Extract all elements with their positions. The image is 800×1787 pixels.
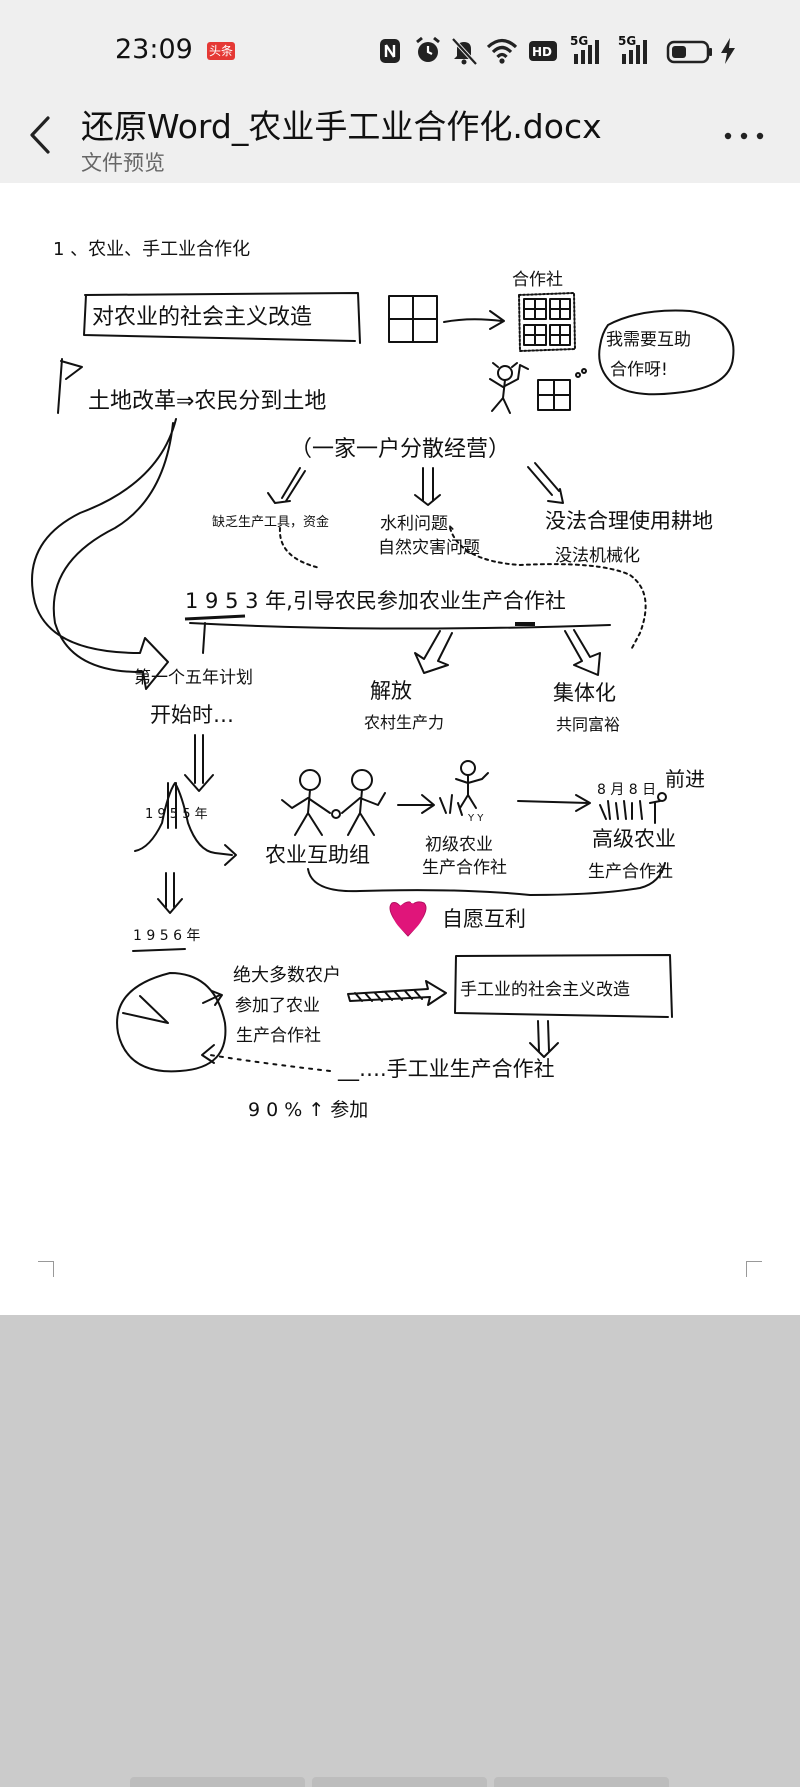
advanced-coop-1: 高级农业 (592, 827, 676, 851)
page-corner-right (746, 1261, 762, 1277)
page-corner-left (38, 1261, 54, 1277)
primary-coop-1: 初级农业 (425, 835, 493, 855)
doc-heading: 1 、农业、手工业合作化 (53, 239, 251, 260)
majority-line-2: 参加了农业 (235, 996, 320, 1016)
news-badge: 头条 (207, 42, 235, 60)
water-line-1: 水利问题、 (380, 514, 465, 534)
back-arrow-icon[interactable] (26, 114, 56, 156)
svg-text:HD: HD (532, 45, 552, 59)
bottom-tab-hints (130, 1777, 670, 1787)
document-subtitle: 文件预览 (81, 151, 165, 175)
handicraft-coop: __….手工业生产合作社 (338, 1057, 555, 1081)
advanced-coop-2: 生产合作社 (588, 862, 673, 882)
empty-preview-area (0, 1315, 800, 1787)
document-page[interactable]: 1 、农业、手工业合作化 对农业的社会主义改造 合作社 我需要互助 合作呀! 土… (0, 183, 800, 1315)
mind-map-drawing (31, 292, 735, 1073)
bubble-line-2: 合作呀! (610, 360, 668, 380)
bubble-line-1: 我需要互助 (606, 330, 691, 350)
tab-hint (494, 1777, 669, 1787)
majority-line-3: 生产合作社 (236, 1026, 321, 1046)
tab-hint (312, 1777, 487, 1787)
lack-tools: 缺乏生产工具，资金 (212, 515, 330, 530)
common-prosperity: 共同富裕 (556, 715, 621, 734)
yy-label: Y Y (468, 813, 484, 824)
tab-hint (130, 1777, 305, 1787)
signal-5g-icon (574, 40, 599, 64)
status-time: 23:09 (115, 34, 193, 65)
majority-line-1: 绝大多数农户 (233, 965, 341, 986)
year-1956: 1 9 5 6 年 (133, 928, 201, 944)
mute-icon (451, 37, 478, 66)
handicraft-box: 手工业的社会主义改造 (460, 980, 630, 1000)
primary-coop-2: 生产合作社 (422, 858, 507, 878)
year-1953: 1 9 5 3 年,引导农民参加农业生产合作社 (185, 589, 566, 613)
land-reform: 土地改革⇒农民分到土地 (88, 389, 327, 414)
box-title: 对农业的社会主义改造 (92, 305, 313, 330)
mutual-aid-group: 农业互助组 (265, 843, 370, 867)
battery-icon (666, 40, 712, 64)
voluntary-mutual-benefit: 自愿互利 (442, 907, 526, 931)
status-icons: HD 5G 5G (378, 34, 738, 66)
year-1955: 1 9 5 5 年 (145, 807, 208, 822)
scattered-farming: （一家一户分散经营） (290, 437, 511, 462)
signal-5g-icon (622, 40, 647, 64)
charging-icon (721, 38, 735, 64)
signal-label-2: 5G (618, 34, 637, 48)
signal-label-1: 5G (570, 34, 589, 48)
nfc-icon (380, 39, 400, 63)
more-options-icon[interactable] (722, 124, 766, 148)
at-beginning: 开始时… (150, 703, 234, 727)
ninety-percent: 9 0 % ↑ 参加 (248, 1099, 369, 1121)
collectivization: 集体化 (553, 681, 616, 705)
no-mechanization: 没法机械化 (555, 546, 640, 566)
hd-icon: HD (529, 41, 557, 61)
water-line-2: 自然灾害问题 (378, 538, 480, 558)
no-farmland-use: 没法合理使用耕地 (545, 509, 713, 533)
top-bar: 23:09 头条 (0, 0, 800, 183)
alarm-icon (416, 36, 440, 62)
liberate: 解放 (370, 679, 412, 703)
wifi-icon (486, 38, 518, 64)
rural-productivity: 农村生产力 (364, 713, 445, 732)
five-year-plan: 第一个五年计划 (134, 668, 253, 688)
status-bar: 23:09 头条 (0, 0, 800, 100)
coop-label: 合作社 (512, 270, 563, 290)
forward: 前进 (665, 767, 705, 791)
aug-8: 8 月 8 日 (597, 782, 657, 798)
document-title: 还原Word_农业手工业合作化.docx (81, 107, 602, 146)
